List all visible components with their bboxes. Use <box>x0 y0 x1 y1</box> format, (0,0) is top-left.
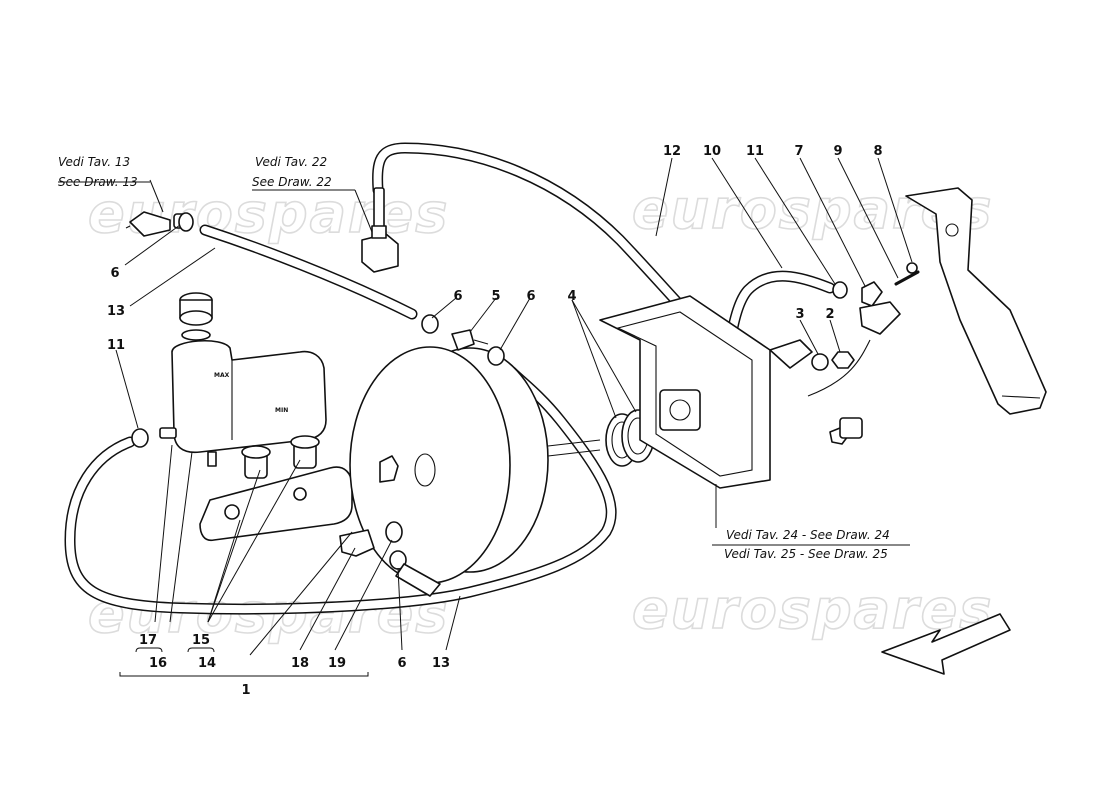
reservoir-outlet <box>131 427 177 448</box>
leader-lines <box>58 157 913 677</box>
callout-17: 17 <box>139 633 157 648</box>
reference-draw-13-en: See Draw. 13 <box>58 175 138 189</box>
clamp-hose-upper <box>421 314 439 334</box>
reservoir-min-mark: MIN <box>275 407 288 414</box>
brake-pedal <box>905 187 1047 415</box>
callout-13-top-left: 13 <box>107 304 125 319</box>
clamp-servo-inlet <box>487 346 505 366</box>
upper-hose <box>199 224 418 320</box>
callout-15: 15 <box>192 633 210 648</box>
reference-draw-13-it: Vedi Tav. 13 <box>58 155 130 169</box>
callout-2: 2 <box>825 307 834 322</box>
seal-ring <box>385 521 403 543</box>
callout-14: 14 <box>198 656 216 671</box>
brake-fluid-reservoir: MAX MIN <box>171 339 327 467</box>
callout-5: 5 <box>491 289 500 304</box>
callout-12: 12 <box>663 144 681 159</box>
callout-13-lower: 13 <box>432 656 450 671</box>
check-valve-elbow <box>339 529 375 557</box>
callout-6-lower: 6 <box>397 656 406 671</box>
vacuum-connector <box>361 187 399 273</box>
callout-8: 8 <box>873 144 882 159</box>
servo-seals <box>605 409 655 467</box>
direction-arrow <box>881 613 1011 675</box>
vacuum-valve <box>451 329 489 351</box>
callout-11-left: 11 <box>107 338 125 353</box>
callout-6-upper: 6 <box>453 289 462 304</box>
callout-3: 3 <box>795 307 804 322</box>
callout-4: 4 <box>567 289 576 304</box>
reservoir-max-mark: MAX <box>214 372 230 379</box>
nut-and-washer <box>811 351 855 371</box>
pedal-side-fittings <box>807 262 920 445</box>
callout-11-top: 11 <box>746 144 764 159</box>
callout-16: 16 <box>149 656 167 671</box>
callout-7: 7 <box>794 144 803 159</box>
callout-9: 9 <box>833 144 842 159</box>
callout-18: 18 <box>291 656 309 671</box>
reservoir-cap <box>179 292 213 341</box>
callout-1: 1 <box>241 683 250 698</box>
master-cylinder <box>199 435 403 542</box>
callout-6-servo: 6 <box>526 289 535 304</box>
callout-19: 19 <box>328 656 346 671</box>
reference-draw-22-en: See Draw. 22 <box>252 175 332 189</box>
return-hose <box>64 366 617 615</box>
callout-10: 10 <box>703 144 721 159</box>
reference-draw-25: Vedi Tav. 25 - See Draw. 25 <box>724 547 888 561</box>
pedal-bracket <box>599 295 813 489</box>
reference-draw-22-it: Vedi Tav. 22 <box>255 155 327 169</box>
reference-draw-24: Vedi Tav. 24 - See Draw. 24 <box>726 528 890 542</box>
vacuum-line <box>372 142 718 344</box>
callout-6-top-left: 6 <box>110 266 119 281</box>
clamp-top-left <box>178 212 194 232</box>
watermark-bottom-right: eurospares <box>632 578 993 641</box>
